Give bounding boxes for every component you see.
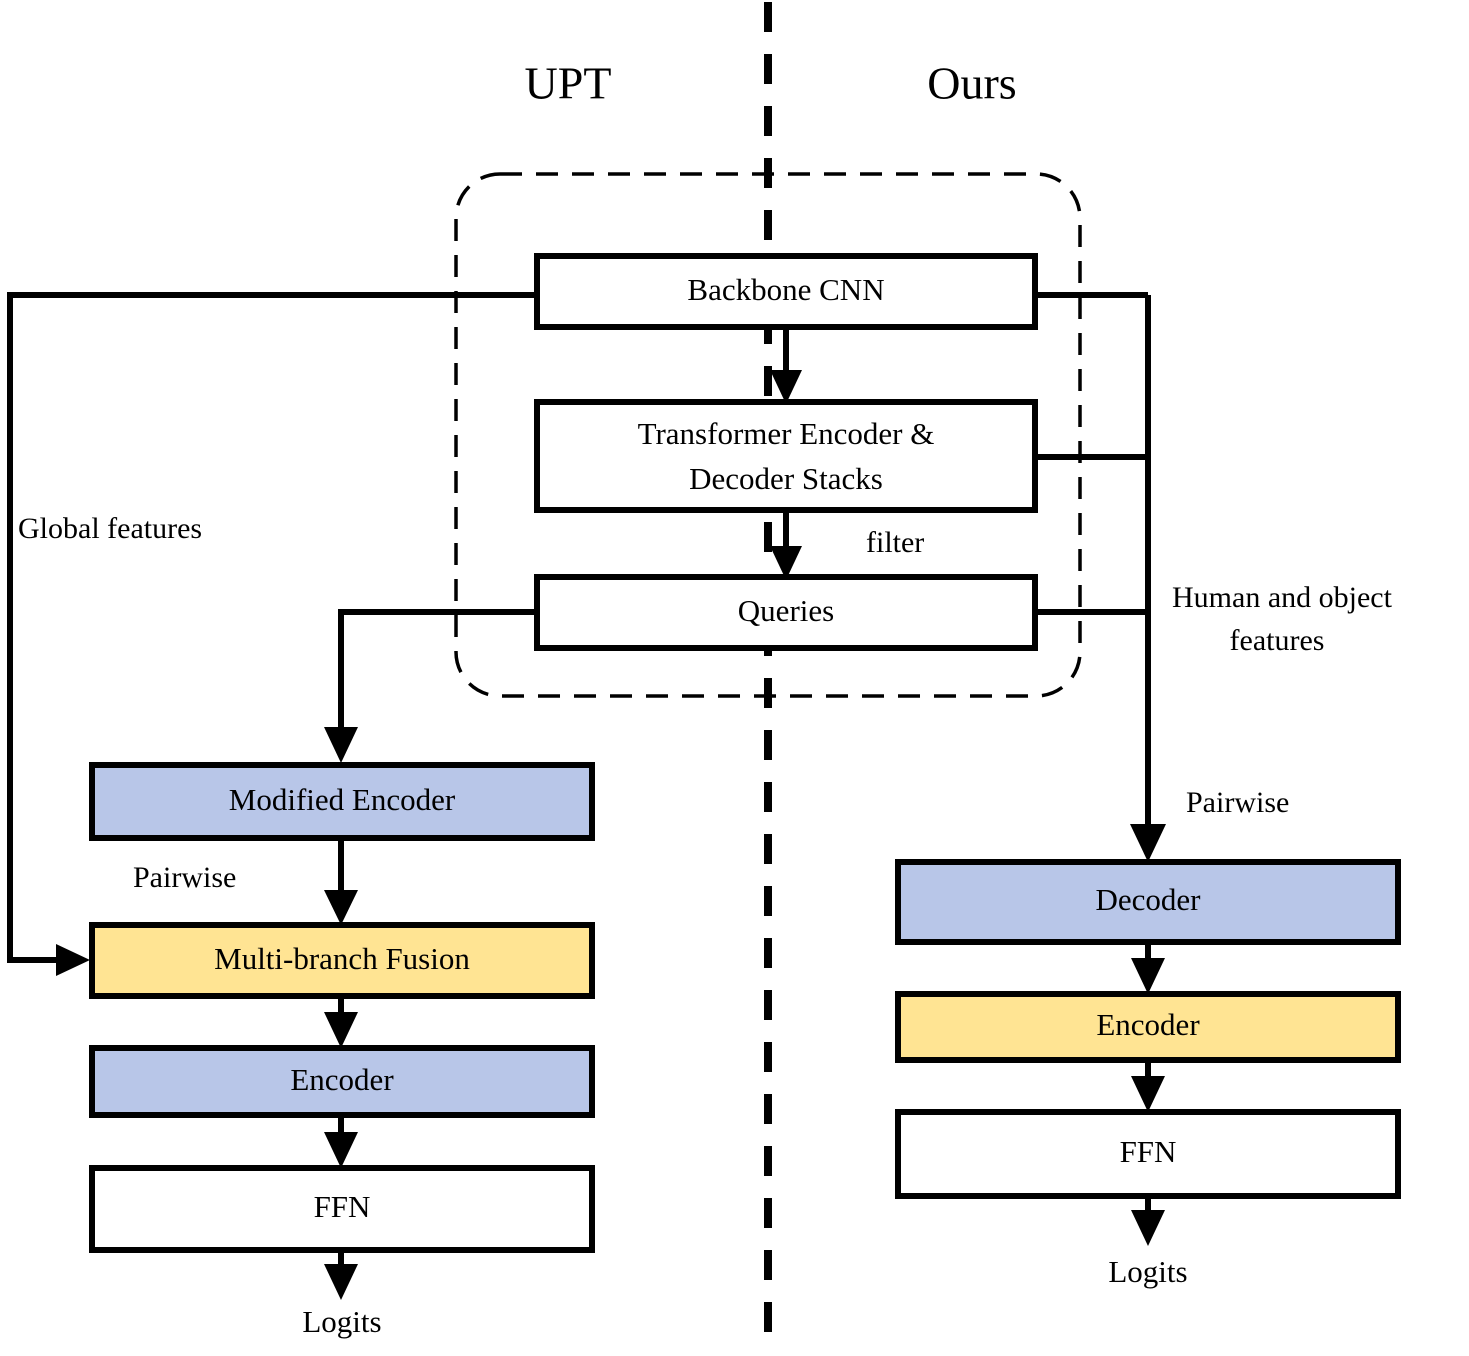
node-ours-decoder-label: Decoder	[1096, 882, 1202, 917]
node-upt-ffn-label: FFN	[314, 1189, 371, 1224]
node-upt-ffn[interactable]: FFN	[89, 1165, 595, 1253]
node-modified-encoder-rect[interactable]	[89, 762, 595, 841]
node-ours-decoder-rect[interactable]	[895, 859, 1401, 945]
edge-label-human-object-features-line1: Human and object	[1172, 581, 1393, 614]
node-backbone-cnn[interactable]: Backbone CNN	[534, 253, 1038, 330]
arrowhead-backbone-to-transformer	[770, 370, 802, 404]
arrowhead-encoder-to-ffn-right	[1131, 1076, 1165, 1112]
node-upt-encoder-rect[interactable]	[89, 1045, 595, 1118]
node-backbone-cnn-label: Backbone CNN	[687, 272, 884, 307]
connector-queries-to-modified-encoder	[338, 609, 537, 735]
edge-label-human-object-features-line2: features	[1230, 624, 1325, 657]
node-ours-ffn-rect[interactable]	[895, 1109, 1401, 1199]
node-transformer-stacks-label-line2: Decoder Stacks	[689, 461, 883, 496]
node-upt-ffn-rect[interactable]	[89, 1165, 595, 1253]
node-ours-encoder-rect[interactable]	[895, 991, 1401, 1063]
node-multi-branch-fusion-label: Multi-branch Fusion	[214, 941, 470, 976]
arrowhead-ffn-to-logits-left	[324, 1264, 358, 1300]
node-modified-encoder[interactable]: Modified Encoder	[89, 762, 595, 841]
node-queries-rect[interactable]	[534, 574, 1038, 651]
column-header-ours: Ours	[927, 58, 1016, 109]
node-ours-ffn[interactable]: FFN	[895, 1109, 1401, 1199]
node-modified-encoder-label: Modified Encoder	[229, 782, 456, 817]
arrowhead-modified-encoder-to-fusion	[324, 890, 358, 925]
edge-label-filter: filter	[866, 526, 924, 559]
arrowhead-global-features-into-fusion	[56, 944, 90, 976]
node-transformer-stacks-rect[interactable]	[534, 399, 1038, 513]
arrowhead-right-rail-into-decoder	[1130, 824, 1166, 862]
node-queries-label: Queries	[738, 593, 834, 628]
node-backbone-cnn-rect[interactable]	[534, 253, 1038, 330]
node-multi-branch-fusion-rect[interactable]	[89, 922, 595, 999]
edge-label-pairwise-upt: Pairwise	[133, 861, 236, 894]
node-queries[interactable]: Queries	[534, 574, 1038, 651]
arrowhead-decoder-to-encoder-right	[1131, 958, 1165, 994]
shared-detector-group-outline	[454, 172, 1082, 698]
node-ours-decoder[interactable]: Decoder	[895, 859, 1401, 945]
output-logits-upt: Logits	[302, 1304, 381, 1339]
output-logits-ours: Logits	[1108, 1254, 1187, 1289]
node-ours-ffn-label: FFN	[1120, 1134, 1177, 1169]
node-transformer-stacks[interactable]: Transformer Encoder & Decoder Stacks	[534, 399, 1038, 513]
node-multi-branch-fusion[interactable]: Multi-branch Fusion	[89, 922, 595, 999]
edge-label-pairwise-ours: Pairwise	[1186, 786, 1289, 819]
arrowhead-queries-into-modified-encoder	[324, 727, 358, 763]
node-transformer-stacks-label-line1: Transformer Encoder &	[638, 416, 935, 451]
node-ours-encoder-label: Encoder	[1096, 1007, 1200, 1042]
node-upt-encoder[interactable]: Encoder	[89, 1045, 595, 1118]
connector-backbone-to-fusion-global	[7, 292, 537, 963]
edge-label-global-features: Global features	[18, 512, 202, 545]
arrowhead-fusion-to-encoder	[324, 1012, 358, 1048]
node-ours-encoder[interactable]: Encoder	[895, 991, 1401, 1063]
arrowhead-ffn-to-logits-right	[1131, 1210, 1165, 1246]
column-header-upt: UPT	[525, 58, 612, 109]
node-upt-encoder-label: Encoder	[290, 1062, 394, 1097]
arrowhead-encoder-to-ffn-left	[324, 1132, 358, 1168]
arrowhead-transformer-to-queries	[770, 546, 802, 580]
